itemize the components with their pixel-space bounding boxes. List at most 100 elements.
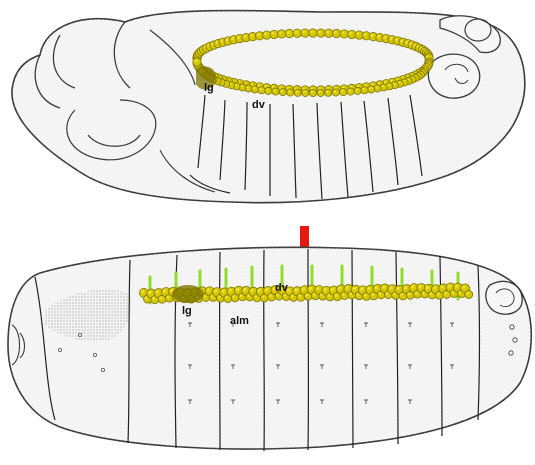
vessel-bead-highlight bbox=[387, 84, 390, 87]
vessel-bead-highlight bbox=[357, 293, 360, 296]
label-lg: lg bbox=[204, 82, 214, 94]
vessel-bead-highlight bbox=[145, 296, 148, 299]
vessel-bead-highlight bbox=[466, 292, 469, 295]
vessel-bead-highlight bbox=[243, 35, 246, 38]
vessel-bead-highlight bbox=[444, 292, 447, 295]
vessel-bead-highlight bbox=[265, 288, 268, 291]
vessel-bead bbox=[317, 29, 325, 37]
vessel-bead-highlight bbox=[218, 296, 221, 299]
vessel-bead-highlight bbox=[225, 38, 228, 41]
vessel-bead-highlight bbox=[246, 86, 249, 89]
vessel-bead bbox=[279, 88, 286, 95]
vessel-bead-highlight bbox=[367, 287, 370, 290]
vessel-bead-highlight bbox=[160, 297, 163, 300]
vessel-bead-highlight bbox=[334, 31, 337, 34]
vessel-bead-highlight bbox=[335, 294, 338, 297]
label-dv: dv bbox=[252, 99, 266, 111]
vessel-bead bbox=[347, 88, 354, 95]
vessel-bead-highlight bbox=[252, 87, 255, 90]
vessel-bead bbox=[302, 89, 309, 96]
vessel-bead-highlight bbox=[448, 284, 451, 287]
vessel-bead bbox=[340, 30, 348, 38]
vessel-bead bbox=[332, 29, 340, 37]
vessel-bead-highlight bbox=[156, 290, 159, 293]
vessel-bead bbox=[340, 88, 347, 95]
vessel-bead-highlight bbox=[316, 287, 319, 290]
vessel-bead-highlight bbox=[229, 289, 232, 292]
vessel-bead-highlight bbox=[333, 90, 336, 93]
vessel-bead-highlight bbox=[264, 32, 267, 35]
vessel-bead-highlight bbox=[311, 91, 314, 94]
vessel-bead-highlight bbox=[408, 293, 411, 296]
vessel-bead bbox=[309, 29, 317, 37]
vessel-bead-highlight bbox=[375, 86, 378, 89]
vessel-bead-highlight bbox=[240, 294, 243, 297]
vessel-bead-highlight bbox=[302, 30, 305, 33]
vessel-bead-highlight bbox=[269, 294, 272, 297]
vessel-bead-highlight bbox=[371, 293, 374, 296]
vessel-bead-highlight bbox=[194, 59, 197, 62]
vessel-bead-highlight bbox=[287, 31, 290, 34]
vessel-bead-highlight bbox=[302, 287, 305, 290]
vessel-bead-highlight bbox=[163, 289, 166, 292]
vessel-bead-highlight bbox=[271, 32, 274, 35]
vessel-bead-highlight bbox=[405, 41, 408, 44]
vessel-bead-highlight bbox=[397, 287, 400, 290]
vessel-bead-highlight bbox=[326, 90, 329, 93]
vessel-bead-highlight bbox=[207, 288, 210, 291]
vessel-bead-highlight bbox=[251, 289, 254, 292]
vessel-bead-highlight bbox=[395, 38, 398, 41]
vessel-bead-highlight bbox=[273, 89, 276, 92]
vessel-bead-highlight bbox=[375, 286, 378, 289]
vessel-bead bbox=[270, 30, 278, 38]
vessel-bead-highlight bbox=[369, 87, 372, 90]
vessel-bead bbox=[278, 30, 286, 38]
anal-pad bbox=[428, 54, 479, 98]
vessel-bead-highlight bbox=[415, 292, 418, 295]
vessel-bead bbox=[258, 87, 265, 94]
vessel-bead-highlight bbox=[313, 293, 316, 296]
label-alm: alm bbox=[230, 315, 249, 327]
vessel-bead-highlight bbox=[364, 294, 367, 297]
vessel-bead-highlight bbox=[318, 91, 321, 94]
vessel-bead-highlight bbox=[430, 292, 433, 295]
vessel-bead-highlight bbox=[141, 290, 144, 293]
vessel-bead bbox=[325, 29, 333, 37]
vessel-bead-highlight bbox=[364, 33, 367, 36]
vessel-bead bbox=[265, 87, 272, 94]
vessel-bead-highlight bbox=[360, 287, 363, 290]
vessel-bead bbox=[325, 89, 332, 96]
vessel-bead-highlight bbox=[381, 85, 384, 88]
vessel-bead-highlight bbox=[437, 293, 440, 296]
vessel-bead-highlight bbox=[349, 292, 352, 295]
vessel-bead-highlight bbox=[440, 285, 443, 288]
vessel-bead-highlight bbox=[348, 89, 351, 92]
vessel-bead-highlight bbox=[324, 288, 327, 291]
vessel-bead-highlight bbox=[257, 33, 260, 36]
vessel-bead bbox=[317, 89, 324, 96]
vessel-bead-highlight bbox=[341, 90, 344, 93]
vessel-bead bbox=[287, 89, 294, 96]
vessel-bead bbox=[332, 89, 339, 96]
vessel-bead-highlight bbox=[262, 295, 265, 298]
vessel-bead-highlight bbox=[211, 295, 214, 298]
vessel-bead-highlight bbox=[362, 88, 365, 91]
embryo-dorsal-svg: lg dv alm bbox=[0, 215, 535, 465]
vessel-bead-highlight bbox=[236, 288, 239, 291]
vessel-bead bbox=[361, 87, 368, 94]
vessel-bead-highlight bbox=[221, 290, 224, 293]
vessel-bead-highlight bbox=[294, 31, 297, 34]
vessel-bead-highlight bbox=[320, 294, 323, 297]
embryo-dorsal-view: lg dv alm bbox=[0, 215, 535, 465]
lymph-gland bbox=[172, 285, 204, 303]
vessel-bead-highlight bbox=[148, 291, 151, 294]
vessel-bead-highlight bbox=[220, 39, 223, 42]
vessel-bead-highlight bbox=[342, 31, 345, 34]
vessel-bead-highlight bbox=[433, 286, 436, 289]
vessel-bead-highlight bbox=[411, 285, 414, 288]
vessel-bead-highlight bbox=[231, 37, 234, 40]
vessel-bead-highlight bbox=[294, 288, 297, 291]
vessel-bead-highlight bbox=[400, 39, 403, 42]
vessel-bead-highlight bbox=[327, 294, 330, 297]
vessel-bead-highlight bbox=[342, 293, 345, 296]
